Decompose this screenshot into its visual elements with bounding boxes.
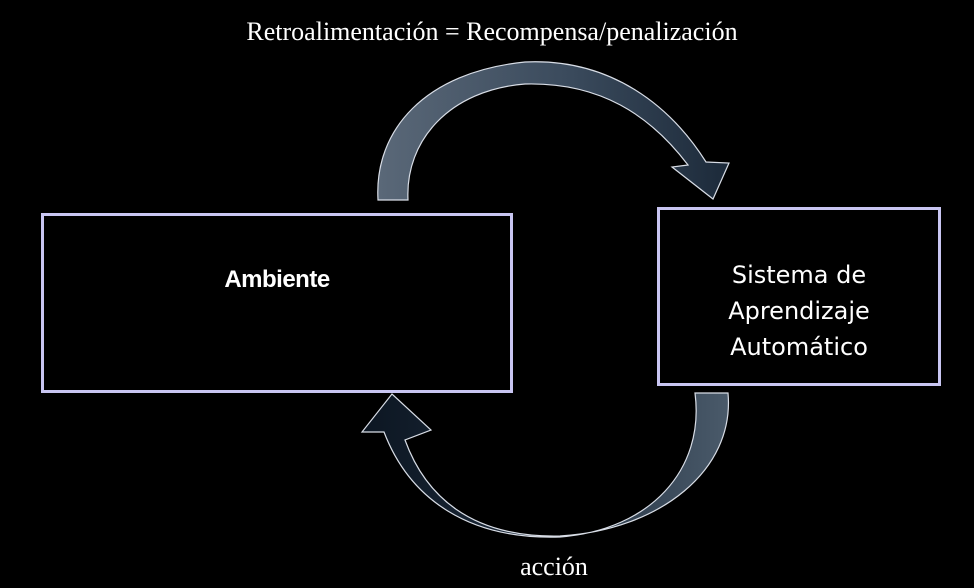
feedback-label: Retroalimentación = Recompensa/penalizac… [246, 17, 738, 46]
action-label: acción [520, 552, 588, 581]
learning-system-label: Sistema de Aprendizaje Automático [728, 261, 870, 361]
feedback-arrow [377, 61, 730, 201]
environment-label: Ambiente [224, 266, 330, 293]
environment-box: Ambiente [41, 213, 513, 393]
action-arrow [360, 392, 729, 538]
learning-system-box: Sistema de Aprendizaje Automático [657, 207, 941, 386]
